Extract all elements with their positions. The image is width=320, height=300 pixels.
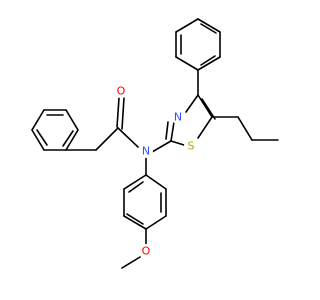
bond	[170, 121, 175, 142]
benzyl-phenyl-ring	[31, 109, 79, 151]
thiazole-ring	[151, 94, 216, 153]
bond	[65, 129, 79, 151]
bond	[197, 94, 213, 118]
atom-symbol: S	[188, 140, 195, 153]
bond	[197, 18, 221, 33]
atom-symbol: O	[117, 85, 126, 98]
bond	[62, 130, 74, 147]
bond	[201, 98, 216, 120]
atom-symbol: O	[142, 245, 151, 258]
bond	[36, 129, 48, 146]
bond	[128, 181, 144, 193]
bond	[185, 94, 199, 113]
bond	[126, 213, 144, 225]
bond	[31, 109, 45, 131]
acetyl-linker	[65, 97, 139, 151]
bond	[123, 174, 147, 190]
bond	[145, 174, 167, 190]
bond	[31, 129, 45, 151]
bond	[197, 116, 213, 139]
atom-symbol: N	[142, 145, 150, 158]
propyl-chain	[211, 116, 279, 141]
bond	[200, 55, 216, 66]
atom-symbol: N	[174, 111, 182, 124]
thiazole-phenyl-ring	[175, 18, 221, 96]
atom-label-thiazole-sulfur: S	[184, 139, 198, 153]
bond	[197, 56, 221, 71]
bond	[165, 121, 169, 140]
bond	[65, 109, 79, 131]
atom-label-carbonyl-oxygen: O	[114, 84, 128, 98]
bond	[116, 97, 120, 128]
bond	[121, 97, 125, 130]
bond	[200, 23, 217, 34]
bond	[237, 116, 253, 141]
bond	[175, 18, 199, 33]
atom-label-thiazole-nitrogen: N	[171, 110, 185, 124]
molecule-structure: O N N S O	[31, 18, 279, 269]
methoxyphenyl-ring	[121, 157, 167, 269]
bond	[175, 56, 199, 71]
bond	[95, 127, 119, 151]
bond	[170, 140, 185, 146]
bond	[117, 127, 139, 148]
bond	[123, 215, 147, 230]
bond	[121, 256, 141, 269]
atom-label-methoxy-oxygen: O	[139, 244, 153, 258]
bond	[145, 215, 167, 230]
bond	[151, 140, 172, 153]
atom-label-amide-nitrogen: N	[139, 144, 153, 158]
